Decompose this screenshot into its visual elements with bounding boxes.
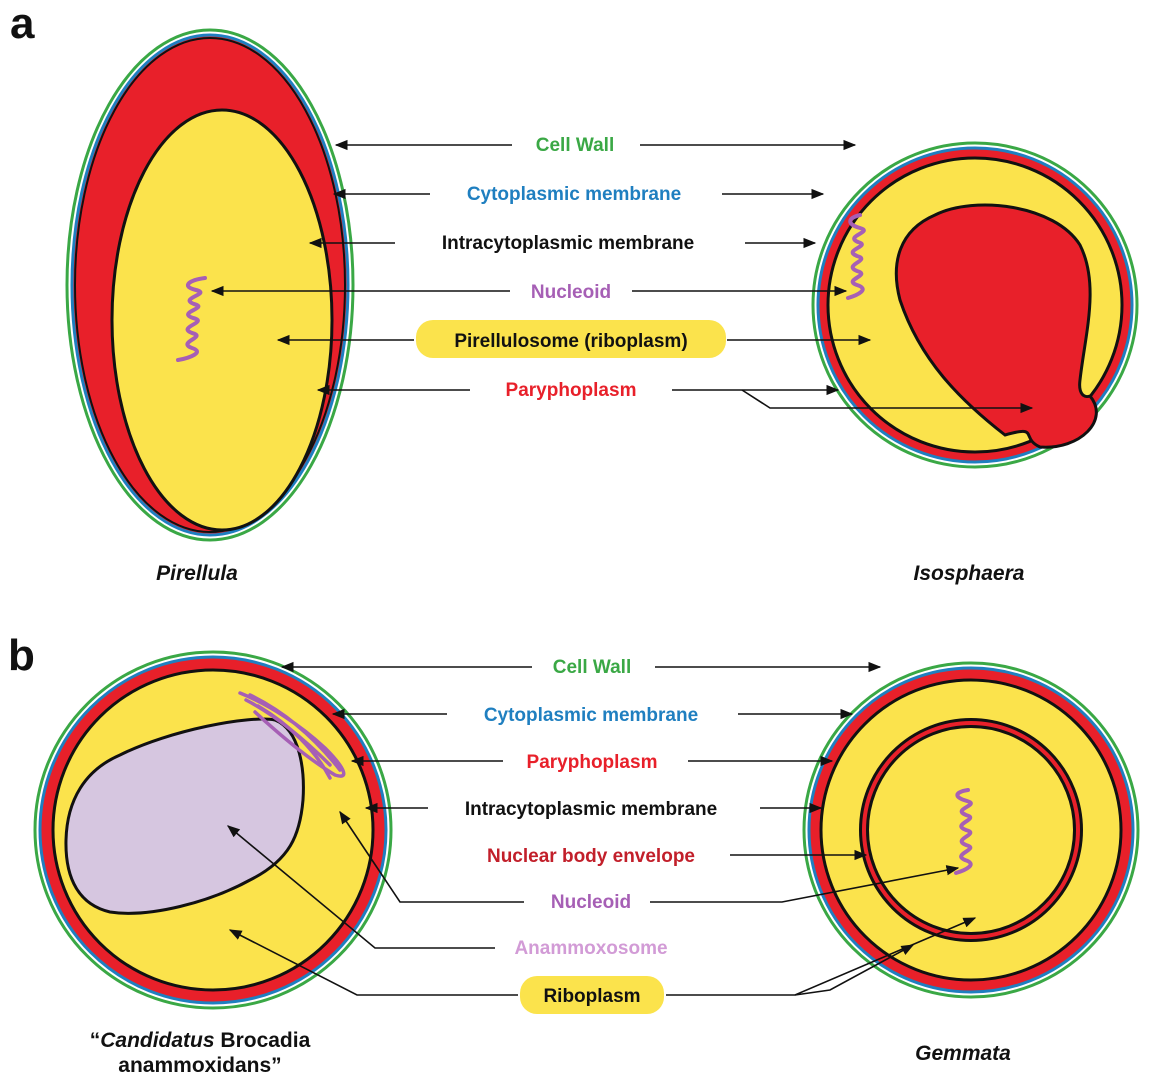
- b-label-riboplasm: Riboplasm: [543, 986, 640, 1007]
- a-label-cytoplasmic-membrane: Cytoplasmic membrane: [467, 184, 681, 205]
- a-label-intracytoplasmic-membrane: Intracytoplasmic membrane: [442, 233, 694, 254]
- organism-gemmata: Gemmata: [915, 1042, 1011, 1065]
- gemmata-cell: [804, 663, 1138, 997]
- a-label-pirellulosome: Pirellulosome (riboplasm): [454, 331, 687, 352]
- b-label-cytoplasmic-membrane: Cytoplasmic membrane: [484, 705, 698, 726]
- b-label-paryphoplasm: Paryphoplasm: [527, 752, 658, 773]
- pirellula-cell: [67, 30, 353, 540]
- b-label-nucleoid: Nucleoid: [551, 892, 631, 913]
- brocadia-cell: [35, 652, 391, 1008]
- b-label-intracytoplasmic-membrane: Intracytoplasmic membrane: [465, 799, 717, 820]
- pirellula-intracytoplasmic-membrane: [112, 110, 332, 530]
- b-label-cell-wall: Cell Wall: [553, 657, 631, 678]
- a-label-paryphoplasm: Paryphoplasm: [506, 380, 637, 401]
- organism-isosphaera: Isosphaera: [914, 562, 1025, 585]
- panel-b-letter: b: [8, 631, 35, 680]
- b-label-nuclear-body-envelope: Nuclear body envelope: [487, 846, 695, 867]
- a-label-cell-wall: Cell Wall: [536, 135, 614, 156]
- isosphaera-cell: [813, 143, 1137, 467]
- organism-brocadia-line2: anammoxidans”: [118, 1054, 281, 1077]
- organism-brocadia-line1: “Candidatus Brocadia: [90, 1029, 311, 1052]
- organism-pirellula: Pirellula: [156, 562, 238, 585]
- a-label-nucleoid: Nucleoid: [531, 282, 611, 303]
- b-label-anammoxosome: Anammoxosome: [514, 938, 667, 959]
- panel-a-letter: a: [10, 0, 35, 48]
